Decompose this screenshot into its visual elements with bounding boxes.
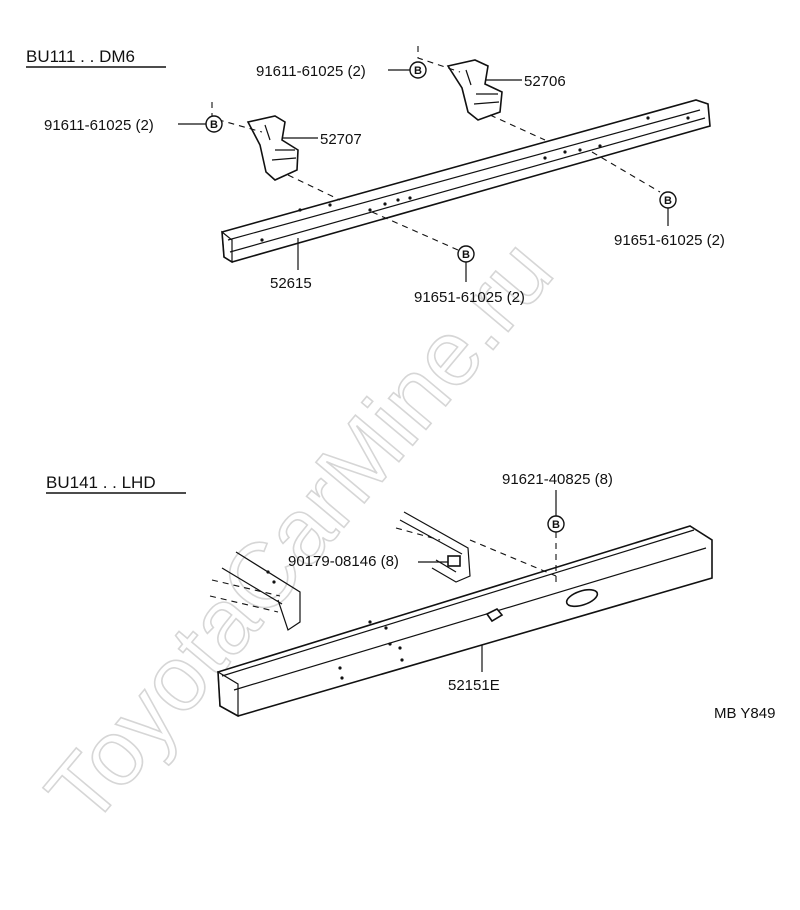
- nut-90179: [418, 555, 461, 567]
- dash-nut-b: [371, 211, 459, 251]
- label-bracket-52706: 52706: [524, 73, 566, 90]
- callout-b-icon: B: [547, 515, 565, 533]
- section-1-header: BU111 . . DM6: [26, 47, 135, 66]
- label-nut-91651-b: 91651-61025 (2): [414, 289, 525, 306]
- rail-52615: [221, 99, 711, 264]
- section-bu141: BU141 . . LHD: [46, 471, 713, 718]
- svg-text:B: B: [414, 65, 422, 77]
- callout-b-icon: B: [205, 115, 223, 133]
- label-bolt-91611-b: 91611-61025 (2): [256, 63, 366, 80]
- label-crossmember-52151e: 52151E: [448, 677, 500, 694]
- side-rail-left: [209, 551, 301, 631]
- label-nut-91651-a: 91651-61025 (2): [614, 232, 725, 249]
- dash-bracket-rear-to-rail: [489, 114, 546, 141]
- bracket-52707: [246, 115, 299, 181]
- dash-nut-a: [591, 151, 661, 193]
- svg-text:B: B: [552, 519, 560, 531]
- svg-text:B: B: [210, 119, 218, 131]
- dash-bracket-front-to-rail: [287, 174, 341, 201]
- label-nut-90179: 90179-08146 (8): [288, 553, 399, 570]
- side-rail-right: [395, 511, 471, 583]
- dash-bolt-b: [417, 46, 461, 73]
- label-bolt-91611-a: 91611-61025 (2): [44, 117, 154, 134]
- section-2-header: BU141 . . LHD: [46, 473, 156, 492]
- label-bracket-52707: 52707: [320, 131, 362, 148]
- callout-b-icon: B: [409, 61, 427, 79]
- svg-text:B: B: [462, 249, 470, 261]
- svg-text:B: B: [664, 195, 672, 207]
- section-bu111: BU111 . . DM6: [26, 46, 725, 306]
- crossmember-52151e: [217, 525, 713, 718]
- callout-b-icon: B: [659, 191, 677, 209]
- label-bolt-91621: 91621-40825 (8): [502, 471, 613, 488]
- watermark: ToyotaCarMine.ru: [27, 221, 572, 843]
- label-rail-52615: 52615: [270, 275, 312, 292]
- dash-bolt-to-crossmember: [469, 539, 557, 577]
- callout-b-icon: B: [457, 245, 475, 263]
- bracket-52706: [446, 59, 503, 121]
- diagram-code: MB Y849: [714, 705, 775, 722]
